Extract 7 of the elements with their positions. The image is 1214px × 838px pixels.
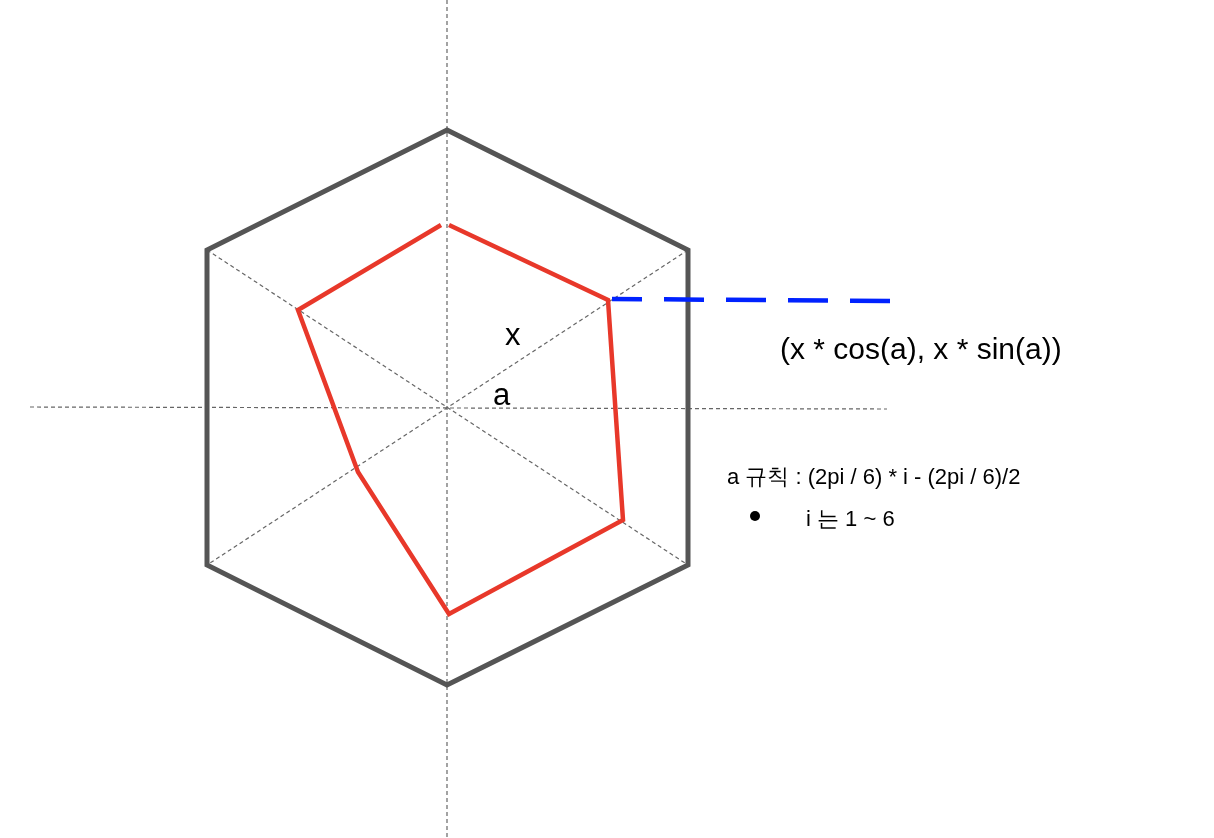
data-polygon [295,222,626,617]
variable-label: a [493,376,511,414]
leader-line [612,296,890,304]
coordinate-formula: (x * cos(a), x * sin(a)) [780,326,1062,371]
variable-label: x [505,316,521,354]
note-text: i 는 1 ~ 6 [806,505,895,533]
note-text: a 규칙 : (2pi / 6) * i - (2pi / 6)/2 [727,463,1021,491]
